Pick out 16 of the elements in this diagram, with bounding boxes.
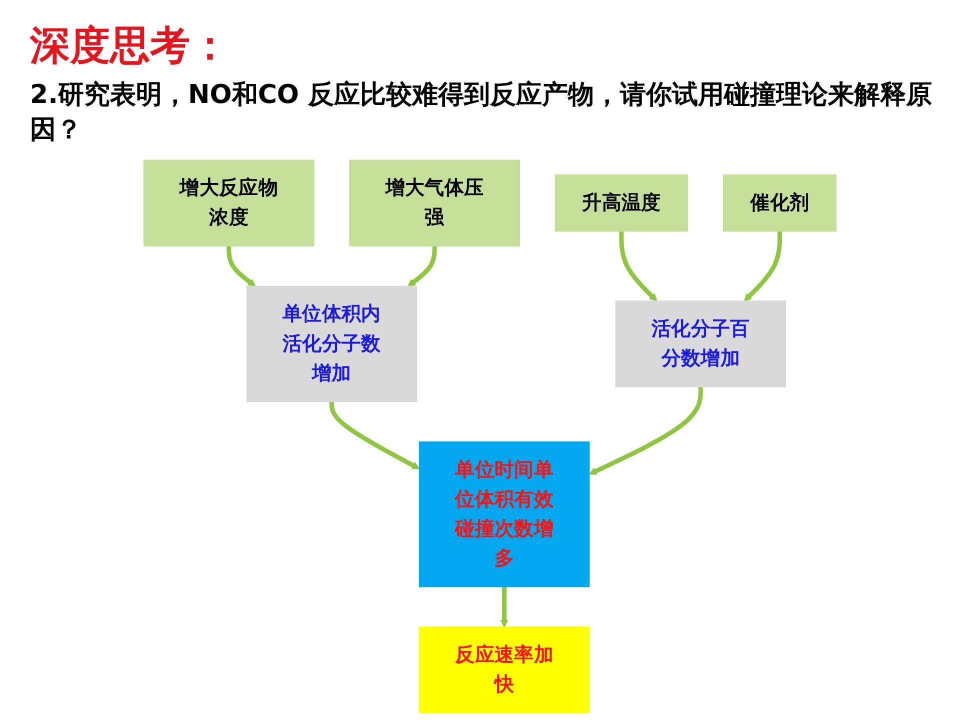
title: 深度思考： bbox=[30, 22, 231, 71]
arrow bbox=[408, 246, 437, 287]
node-box: 单位时间单位体积有效碰撞次数增多 bbox=[418, 441, 590, 588]
arrow bbox=[744, 231, 782, 302]
node-box: 增大反应物浓度 bbox=[143, 160, 314, 246]
node-box: 反应速率加快 bbox=[418, 626, 590, 714]
arrow bbox=[226, 246, 256, 287]
node-box: 活化分子百分数增加 bbox=[615, 300, 786, 388]
arrow bbox=[329, 402, 420, 470]
question-text: 2.研究表明，NO和CO 反应比较难得到反应产物，请你试用碰撞理论来解释原因？ bbox=[30, 79, 934, 147]
arrow bbox=[619, 231, 658, 302]
arrow bbox=[588, 386, 703, 475]
node-box: 单位体积内活化分子数增加 bbox=[246, 286, 418, 402]
node-box: 升高温度 bbox=[554, 174, 688, 232]
node-box: 增大气体压强 bbox=[349, 160, 520, 246]
arrow bbox=[500, 586, 508, 628]
